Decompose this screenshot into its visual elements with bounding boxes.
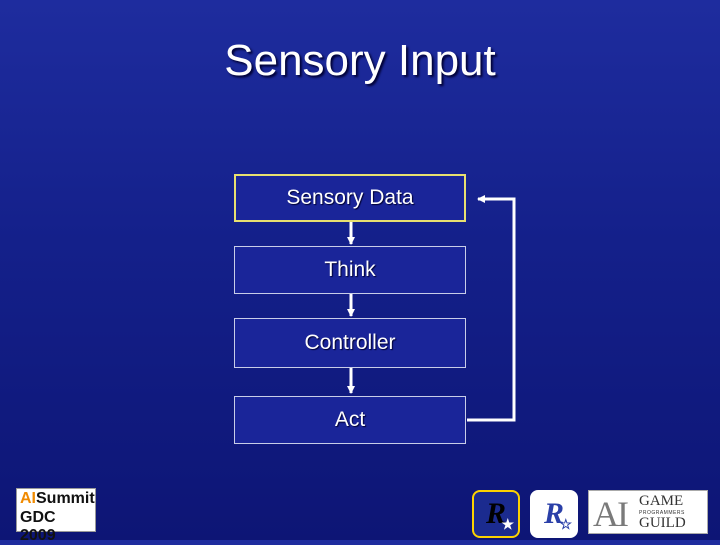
slide-title: Sensory Input	[224, 36, 496, 85]
box-label: Sensory Data	[286, 186, 414, 209]
box-label: Act	[334, 408, 366, 431]
box-label: Controller	[304, 331, 396, 354]
box-controller: Controller	[234, 318, 466, 368]
box-think: Think	[234, 246, 466, 294]
box-sensory-data: Sensory Data	[234, 174, 466, 222]
feedback-loop-arrow	[467, 195, 516, 422]
box-label: Think	[324, 258, 376, 281]
rockstar-logo-dark: R★	[472, 490, 520, 538]
ai-summit-gdc-logo: AISummit GDC 2009	[16, 488, 96, 544]
box-act: Act	[234, 396, 466, 444]
ai-game-programmers-guild-logo: AI GAME PROGRAMMERS GUILD	[588, 490, 708, 534]
rockstar-logo-light: R☆	[530, 490, 578, 538]
